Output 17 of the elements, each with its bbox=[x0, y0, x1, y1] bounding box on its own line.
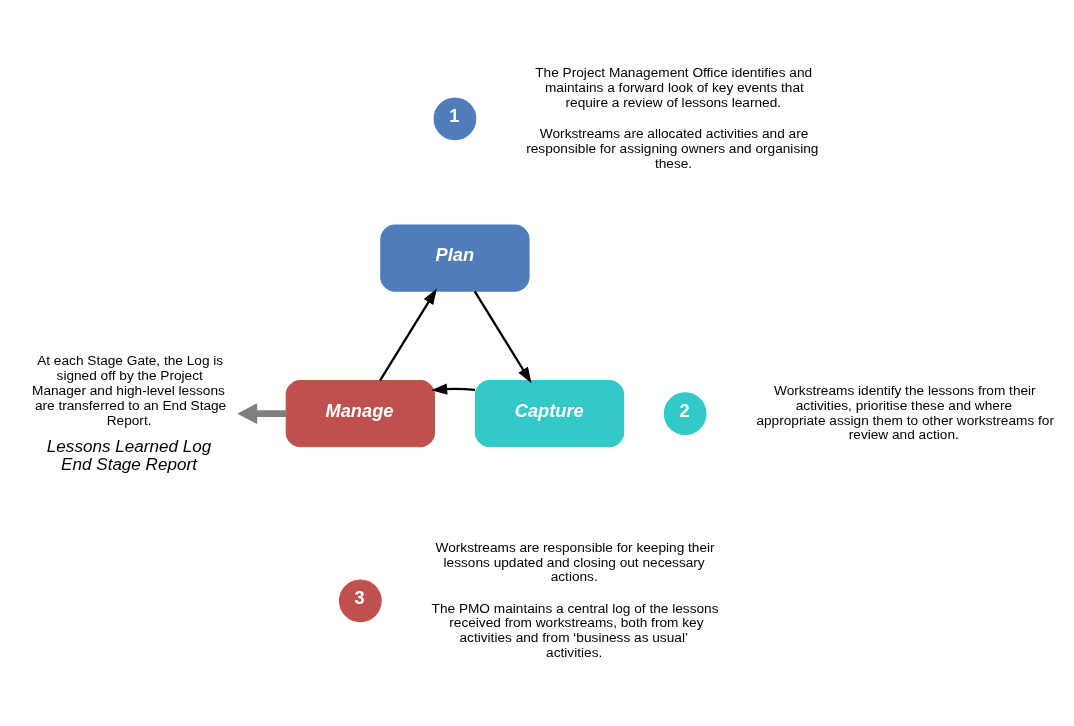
node-box: Capture bbox=[474, 379, 625, 447]
node-circle: 1 bbox=[433, 96, 477, 140]
node-text: Lessons Learned Log End Stage Report bbox=[46, 436, 212, 473]
arrow bbox=[237, 402, 287, 424]
node-circle: 3 bbox=[338, 578, 382, 622]
node-circle: 2 bbox=[663, 391, 707, 435]
arrow bbox=[431, 382, 476, 395]
arrow bbox=[473, 290, 532, 383]
node-label: At each Stage Gate, the Log is signed off by the Project Manager and high-level lessons are transferred to an End Stage Report. bbox=[32, 352, 227, 428]
node-label: The Project Management Office identifies and maintains a forward look of key events that require a review of lessons learned. bbox=[535, 64, 813, 110]
node-box: Manage bbox=[285, 379, 435, 447]
node-label: The PMO maintains a central log of the lessons received from workstreams, both from key activities and from ‘business as usual’ activities. bbox=[431, 600, 719, 660]
node-label: Workstreams are allocated activities and are responsible for assigning owners and organising these. bbox=[526, 125, 819, 171]
arrow bbox=[379, 287, 437, 381]
node-label: Workstreams identify the lessons from their activities, prioritise these and where appropriate assign them to other workstreams for review and action. bbox=[756, 382, 1054, 442]
node-box: Plan bbox=[380, 223, 530, 292]
node-label: Workstreams are responsible for keeping their lessons updated and closing out necessary actions. bbox=[435, 539, 715, 584]
